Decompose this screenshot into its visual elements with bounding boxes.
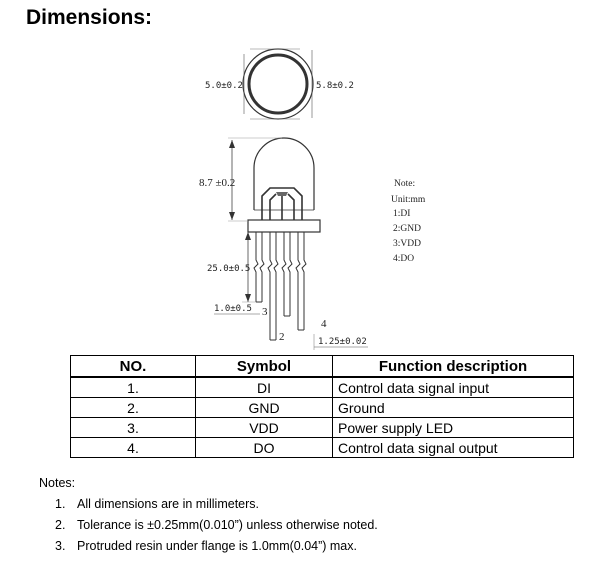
notes-heading: Notes: [39, 476, 76, 490]
flange [247, 219, 321, 233]
row-function: Control data signal output [332, 437, 574, 458]
lead-1 [253, 232, 265, 302]
note-pin-3: 3:VDD [393, 239, 421, 249]
header-function: Function description [332, 355, 574, 378]
table-row: 3. VDD Power supply LED [70, 417, 574, 438]
note-pin-1: 1:DI [393, 209, 410, 219]
height-dim-arrow-bottom [229, 212, 235, 220]
note-text: Tolerance is ±0.25mm(0.010”) unless othe… [77, 518, 378, 532]
row-symbol: DO [195, 437, 333, 458]
lead-length-arrow-top [245, 232, 251, 240]
note-number: 2. [55, 518, 66, 532]
led-dimension-drawing: 5.0±0.2 5.8±0.2 8.7 ±0.2 25.0±0.5 [199, 48, 426, 350]
top-view: 5.0±0.2 5.8±0.2 [205, 48, 354, 120]
row-function: Ground [332, 397, 574, 418]
table-row: 4. DO Control data signal output [70, 437, 574, 458]
pin-label-4: 4 [321, 318, 327, 330]
note-pin-4: 4:DO [393, 254, 414, 264]
lead-length-arrow-bottom [245, 294, 251, 302]
row-no: 2. [70, 397, 196, 418]
pin-pitch-label: 1.25±0.02 [318, 337, 367, 347]
header-no: NO. [70, 355, 196, 378]
top-view-outer-ellipse [242, 48, 314, 120]
page-title: Dimensions: [26, 6, 153, 29]
notes-section: Notes: 1. All dimensions are in millimete… [39, 476, 378, 560]
pin-label-2: 2 [279, 331, 285, 343]
header-symbol: Symbol [195, 355, 333, 378]
note-text: Protruded resin under flange is 1.0mm(0.… [77, 539, 357, 553]
note-number: 1. [55, 497, 66, 511]
row-symbol: VDD [195, 417, 333, 438]
list-item: 1. All dimensions are in millimeters. [55, 497, 378, 511]
lead-2 [267, 232, 279, 340]
note-number: 3. [55, 539, 66, 553]
lead-length-label: 25.0±0.5 [207, 264, 250, 274]
lead-spacing-label: 1.0±0.5 [214, 304, 252, 314]
lens-body [253, 137, 315, 210]
row-no: 1. [70, 376, 196, 398]
row-no: 4. [70, 437, 196, 458]
body-height-label: 8.7 ±0.2 [199, 177, 235, 189]
table-header-row: NO. Symbol Function description [70, 355, 574, 378]
lead-3 [281, 232, 293, 316]
note-text: All dimensions are in millimeters. [77, 497, 260, 511]
row-symbol: DI [195, 376, 333, 398]
side-view: 8.7 ±0.2 25.0±0.5 1.0±0.5 1.25±0.02 2 3 … [199, 137, 368, 350]
pin-label-3: 3 [262, 306, 268, 318]
list-item: 2. Tolerance is ±0.25mm(0.010”) unless ot… [55, 518, 378, 532]
list-item: 3. Protruded resin under flange is 1.0mm(… [55, 539, 378, 553]
notes-list: 1. All dimensions are in millimeters. 2. T… [39, 497, 378, 553]
row-symbol: GND [195, 397, 333, 418]
top-view-inner-ellipse [247, 53, 309, 115]
note-title: Note: [394, 179, 415, 189]
row-no: 3. [70, 417, 196, 438]
row-function: Power supply LED [332, 417, 574, 438]
note-pin-2: 2:GND [393, 224, 421, 234]
note-unit: Unit:mm [391, 195, 426, 205]
table-row: 1. DI Control data signal input [70, 376, 574, 398]
table-row: 2. GND Ground [70, 397, 574, 418]
die-cup [276, 192, 288, 196]
top-view-width-label: 5.0±0.2 [205, 81, 243, 91]
pin-function-table: NO. Symbol Function description 1. DI Co… [70, 355, 574, 458]
pin-note: Note: Unit:mm 1:DI 2:GND 3:VDD 4:DO [391, 179, 426, 264]
internal-leadframe [261, 187, 303, 220]
top-view-height-label: 5.8±0.2 [316, 81, 354, 91]
lead-4 [295, 232, 307, 330]
row-function: Control data signal input [332, 376, 574, 398]
height-dim-arrow-top [229, 140, 235, 148]
